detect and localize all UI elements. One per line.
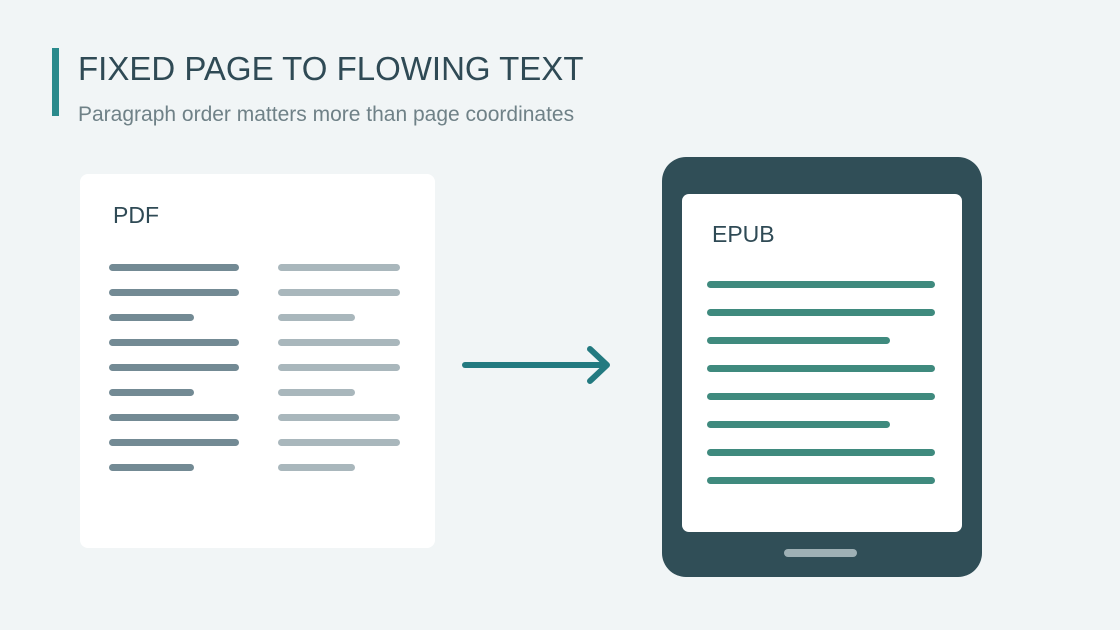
pdf-column-2-line [278,289,400,296]
page-title: FIXED PAGE TO FLOWING TEXT [78,50,584,87]
pdf-column-1-line [109,339,239,346]
pdf-column-1-line [109,439,239,446]
pdf-column-1-line [109,314,194,321]
pdf-page [80,174,435,548]
epub-text-line [707,365,935,372]
home-button [784,549,857,557]
pdf-column-2-line [278,264,400,271]
pdf-column-1-line [109,389,194,396]
pdf-column-1-line [109,464,194,471]
epub-text-line [707,337,890,344]
epub-text-line [707,281,935,288]
pdf-column-2-line [278,414,400,421]
pdf-column-2-line [278,314,355,321]
pdf-column-1-line [109,364,239,371]
epub-text-line [707,449,935,456]
pdf-column-1-line [109,264,239,271]
epub-text-line [707,477,935,484]
pdf-column-2-line [278,339,400,346]
pdf-column-2-line [278,464,355,471]
pdf-column-2-line [278,389,355,396]
pdf-column-2-line [278,439,400,446]
epub-text-line [707,393,935,400]
pdf-column-1-line [109,289,239,296]
pdf-column-2-line [278,364,400,371]
pdf-column-1-line [109,414,239,421]
arrow-right-icon [462,346,610,384]
page-subtitle: Paragraph order matters more than page c… [78,103,575,126]
epub-label: EPUB [712,221,775,247]
e-reader-screen [682,194,962,532]
title-accent-bar [52,48,59,116]
pdf-label: PDF [113,202,159,228]
epub-text-line [707,309,935,316]
epub-text-line [707,421,890,428]
